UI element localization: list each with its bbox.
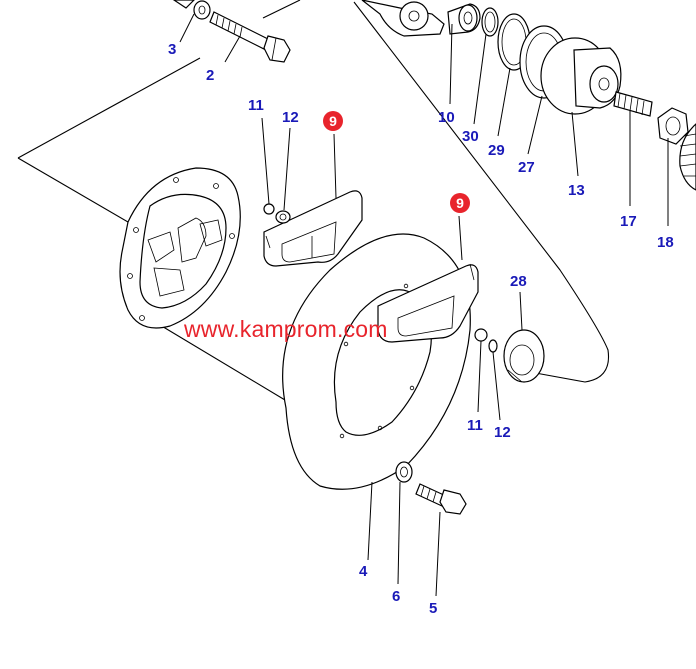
brake-pad-lower bbox=[377, 263, 479, 343]
badge-circle bbox=[450, 193, 470, 213]
bearing-13 bbox=[540, 37, 622, 115]
watermark-text: www.kamprom.com bbox=[184, 316, 388, 342]
spring-12-upper bbox=[275, 210, 291, 224]
callout-29: 29 bbox=[488, 142, 505, 159]
badge-9-upper: 9 bbox=[323, 111, 343, 131]
callout-10: 10 bbox=[438, 109, 455, 126]
seal-28 bbox=[503, 329, 545, 383]
callout-13: 13 bbox=[568, 182, 585, 199]
spring-12-lower bbox=[488, 339, 498, 353]
bolt-2 bbox=[209, 11, 291, 63]
callout-4: 4 bbox=[359, 563, 368, 580]
callout-18: 18 bbox=[657, 234, 674, 251]
callout-12-lower: 12 bbox=[494, 424, 511, 441]
stud-17 bbox=[613, 91, 653, 117]
gear-edge bbox=[679, 123, 696, 191]
badge-label: 9 bbox=[456, 195, 464, 211]
callout-28: 28 bbox=[510, 273, 527, 290]
callout-17: 17 bbox=[620, 213, 637, 230]
callout-11-lower: 11 bbox=[467, 417, 483, 434]
callout-30: 30 bbox=[462, 128, 479, 145]
assembly-outline bbox=[17, 0, 610, 401]
pin-11-lower bbox=[474, 328, 488, 342]
badge-label: 9 bbox=[329, 113, 337, 129]
badge-circle bbox=[323, 111, 343, 131]
callout-3: 3 bbox=[168, 41, 176, 58]
washer-6 bbox=[395, 461, 413, 483]
brake-pad-upper bbox=[263, 190, 363, 267]
badge-9-lower: 9 bbox=[450, 193, 470, 213]
callout-6: 6 bbox=[392, 588, 400, 605]
hub-10 bbox=[361, 0, 481, 37]
leader-lines bbox=[179, 13, 669, 597]
brake-disc-4 bbox=[282, 233, 471, 490]
pin-11-upper bbox=[263, 203, 275, 215]
nut-18 bbox=[657, 107, 689, 145]
bolt-5 bbox=[415, 483, 467, 515]
callout-27: 27 bbox=[518, 159, 535, 176]
ring-30 bbox=[481, 7, 499, 37]
brake-housing bbox=[119, 167, 241, 329]
callout-labels: 3 2 11 12 10 30 29 27 13 17 18 28 11 12 … bbox=[168, 41, 674, 617]
washer-3 bbox=[172, 0, 211, 20]
callout-11-upper: 11 bbox=[248, 97, 264, 114]
callout-12-upper: 12 bbox=[282, 109, 299, 126]
callout-2: 2 bbox=[206, 67, 214, 84]
callout-5: 5 bbox=[429, 600, 437, 617]
